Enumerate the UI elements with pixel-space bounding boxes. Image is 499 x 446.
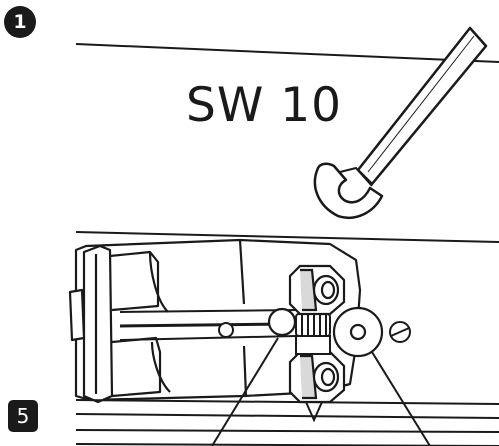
- threaded-stud: [295, 313, 331, 337]
- loose-pin: [389, 321, 411, 343]
- bolt-head-round: [267, 307, 297, 337]
- step-number-badge-1: 1: [4, 6, 36, 38]
- panel-edge-lines: [75, 43, 499, 243]
- step-number-badge-5: 5: [8, 400, 38, 432]
- bottom-rail: [75, 399, 499, 446]
- lower-hex-nut: [288, 350, 346, 404]
- leader-lines: [211, 337, 431, 446]
- wrench-size-label: SW 10: [186, 78, 343, 133]
- nut-bracket: [295, 335, 331, 423]
- axle-marker: [218, 322, 234, 338]
- open-end-wrench-icon: [313, 26, 488, 219]
- upper-hex-nut: [288, 264, 346, 316]
- axle-band: [119, 309, 297, 341]
- washer: [332, 306, 384, 358]
